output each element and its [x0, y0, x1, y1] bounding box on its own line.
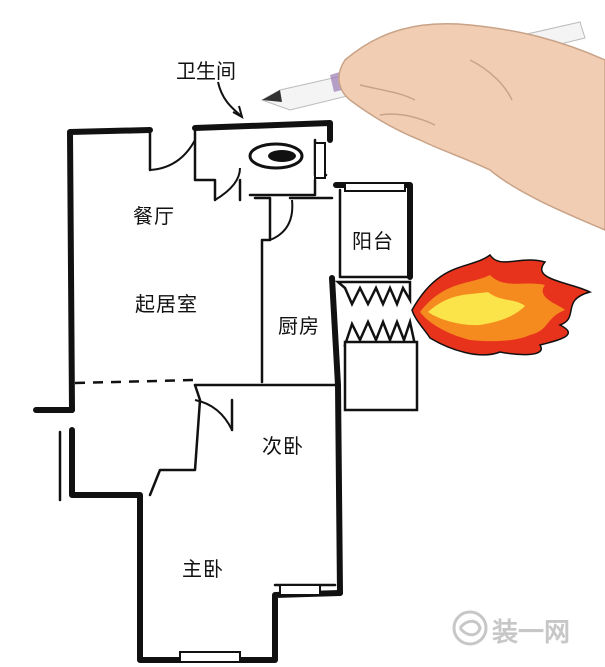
fire-flame [411, 253, 593, 356]
room-label-master-bedroom: 主卧 [182, 557, 224, 581]
kitchen-jaws [334, 280, 419, 412]
room-label-balcony: 阳台 [352, 229, 394, 253]
hand [338, 23, 605, 231]
windows [179, 142, 406, 663]
room-label-second-bedroom: 次卧 [262, 434, 304, 458]
bathroom-annotation-label: 卫生间 [176, 59, 236, 83]
room-label-living: 起居室 [135, 292, 198, 316]
dashed-divider [74, 378, 196, 385]
hand-with-pencil [260, 21, 605, 231]
annotation-arrowhead [232, 105, 244, 120]
room-label-kitchen: 厨房 [278, 314, 320, 338]
watermark-logo [452, 610, 488, 646]
watermark-text: 装一网 [492, 618, 571, 648]
toilet-icon [248, 142, 304, 170]
room-label-dining: 餐厅 [133, 204, 175, 228]
door-arcs [149, 139, 294, 431]
annotation-arrow [217, 81, 241, 116]
